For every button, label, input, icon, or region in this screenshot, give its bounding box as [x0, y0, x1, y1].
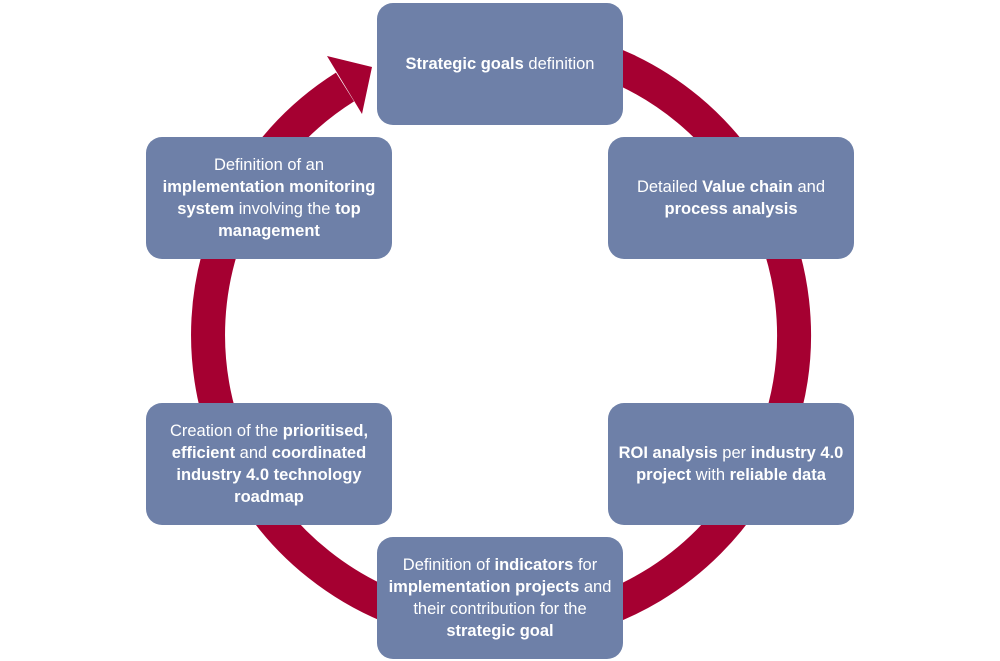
step-text-regular: Definition of an	[213, 156, 325, 174]
step-text-regular: Definition of	[402, 556, 495, 574]
arrowhead-icon	[327, 56, 372, 114]
step-text-regular: and their contribution for the	[413, 578, 612, 618]
step-text: Definition of indicators for implementat…	[385, 554, 615, 642]
step-text-bold: reliable data	[729, 466, 826, 484]
step-text: Creation of the prioritised, efficient a…	[154, 420, 384, 508]
step-text-regular: and	[235, 444, 272, 462]
step-value-chain-analysis: Detailed Value chain and process analysi…	[608, 137, 854, 259]
step-text-bold: Strategic goals	[405, 55, 524, 73]
step-text-bold: process analysis	[664, 200, 798, 218]
step-text-bold: coordinated industry 4.0 technology road…	[176, 444, 367, 506]
step-text: ROI analysis per industry 4.0 project wi…	[616, 442, 846, 486]
step-text-regular: for	[573, 556, 598, 574]
step-roi-analysis: ROI analysis per industry 4.0 project wi…	[608, 403, 854, 525]
step-text-regular: and	[792, 178, 826, 196]
step-text-bold: implementation projects	[388, 578, 580, 596]
step-text-regular: per	[717, 444, 751, 462]
step-text-bold: industry 4.0 project	[636, 444, 844, 484]
step-text: Definition of an implementation monitori…	[154, 154, 384, 242]
step-text-bold: Value chain	[702, 178, 793, 196]
step-text-bold: ROI analysis	[618, 444, 718, 462]
step-strategic-goals: Strategic goals definition	[377, 3, 623, 125]
step-text-regular: involving the	[234, 200, 336, 218]
step-technology-roadmap: Creation of the prioritised, efficient a…	[146, 403, 392, 525]
step-text: Detailed Value chain and process analysi…	[616, 176, 846, 220]
step-text-bold: strategic goal	[446, 622, 554, 640]
step-text-regular: with	[691, 466, 730, 484]
step-monitoring-system: Definition of an implementation monitori…	[146, 137, 392, 259]
step-text-bold: indicators	[494, 556, 574, 574]
step-text: Strategic goals definition	[406, 53, 595, 75]
step-text-regular: Creation of the	[169, 422, 283, 440]
step-text-bold: implementation monitoring system	[162, 178, 376, 218]
step-text-bold: prioritised, efficient	[171, 422, 369, 462]
step-text-regular: definition	[523, 55, 595, 73]
step-indicators-definition: Definition of indicators for implementat…	[377, 537, 623, 659]
step-text-regular: Detailed	[636, 178, 703, 196]
step-text-bold: top management	[218, 200, 361, 240]
